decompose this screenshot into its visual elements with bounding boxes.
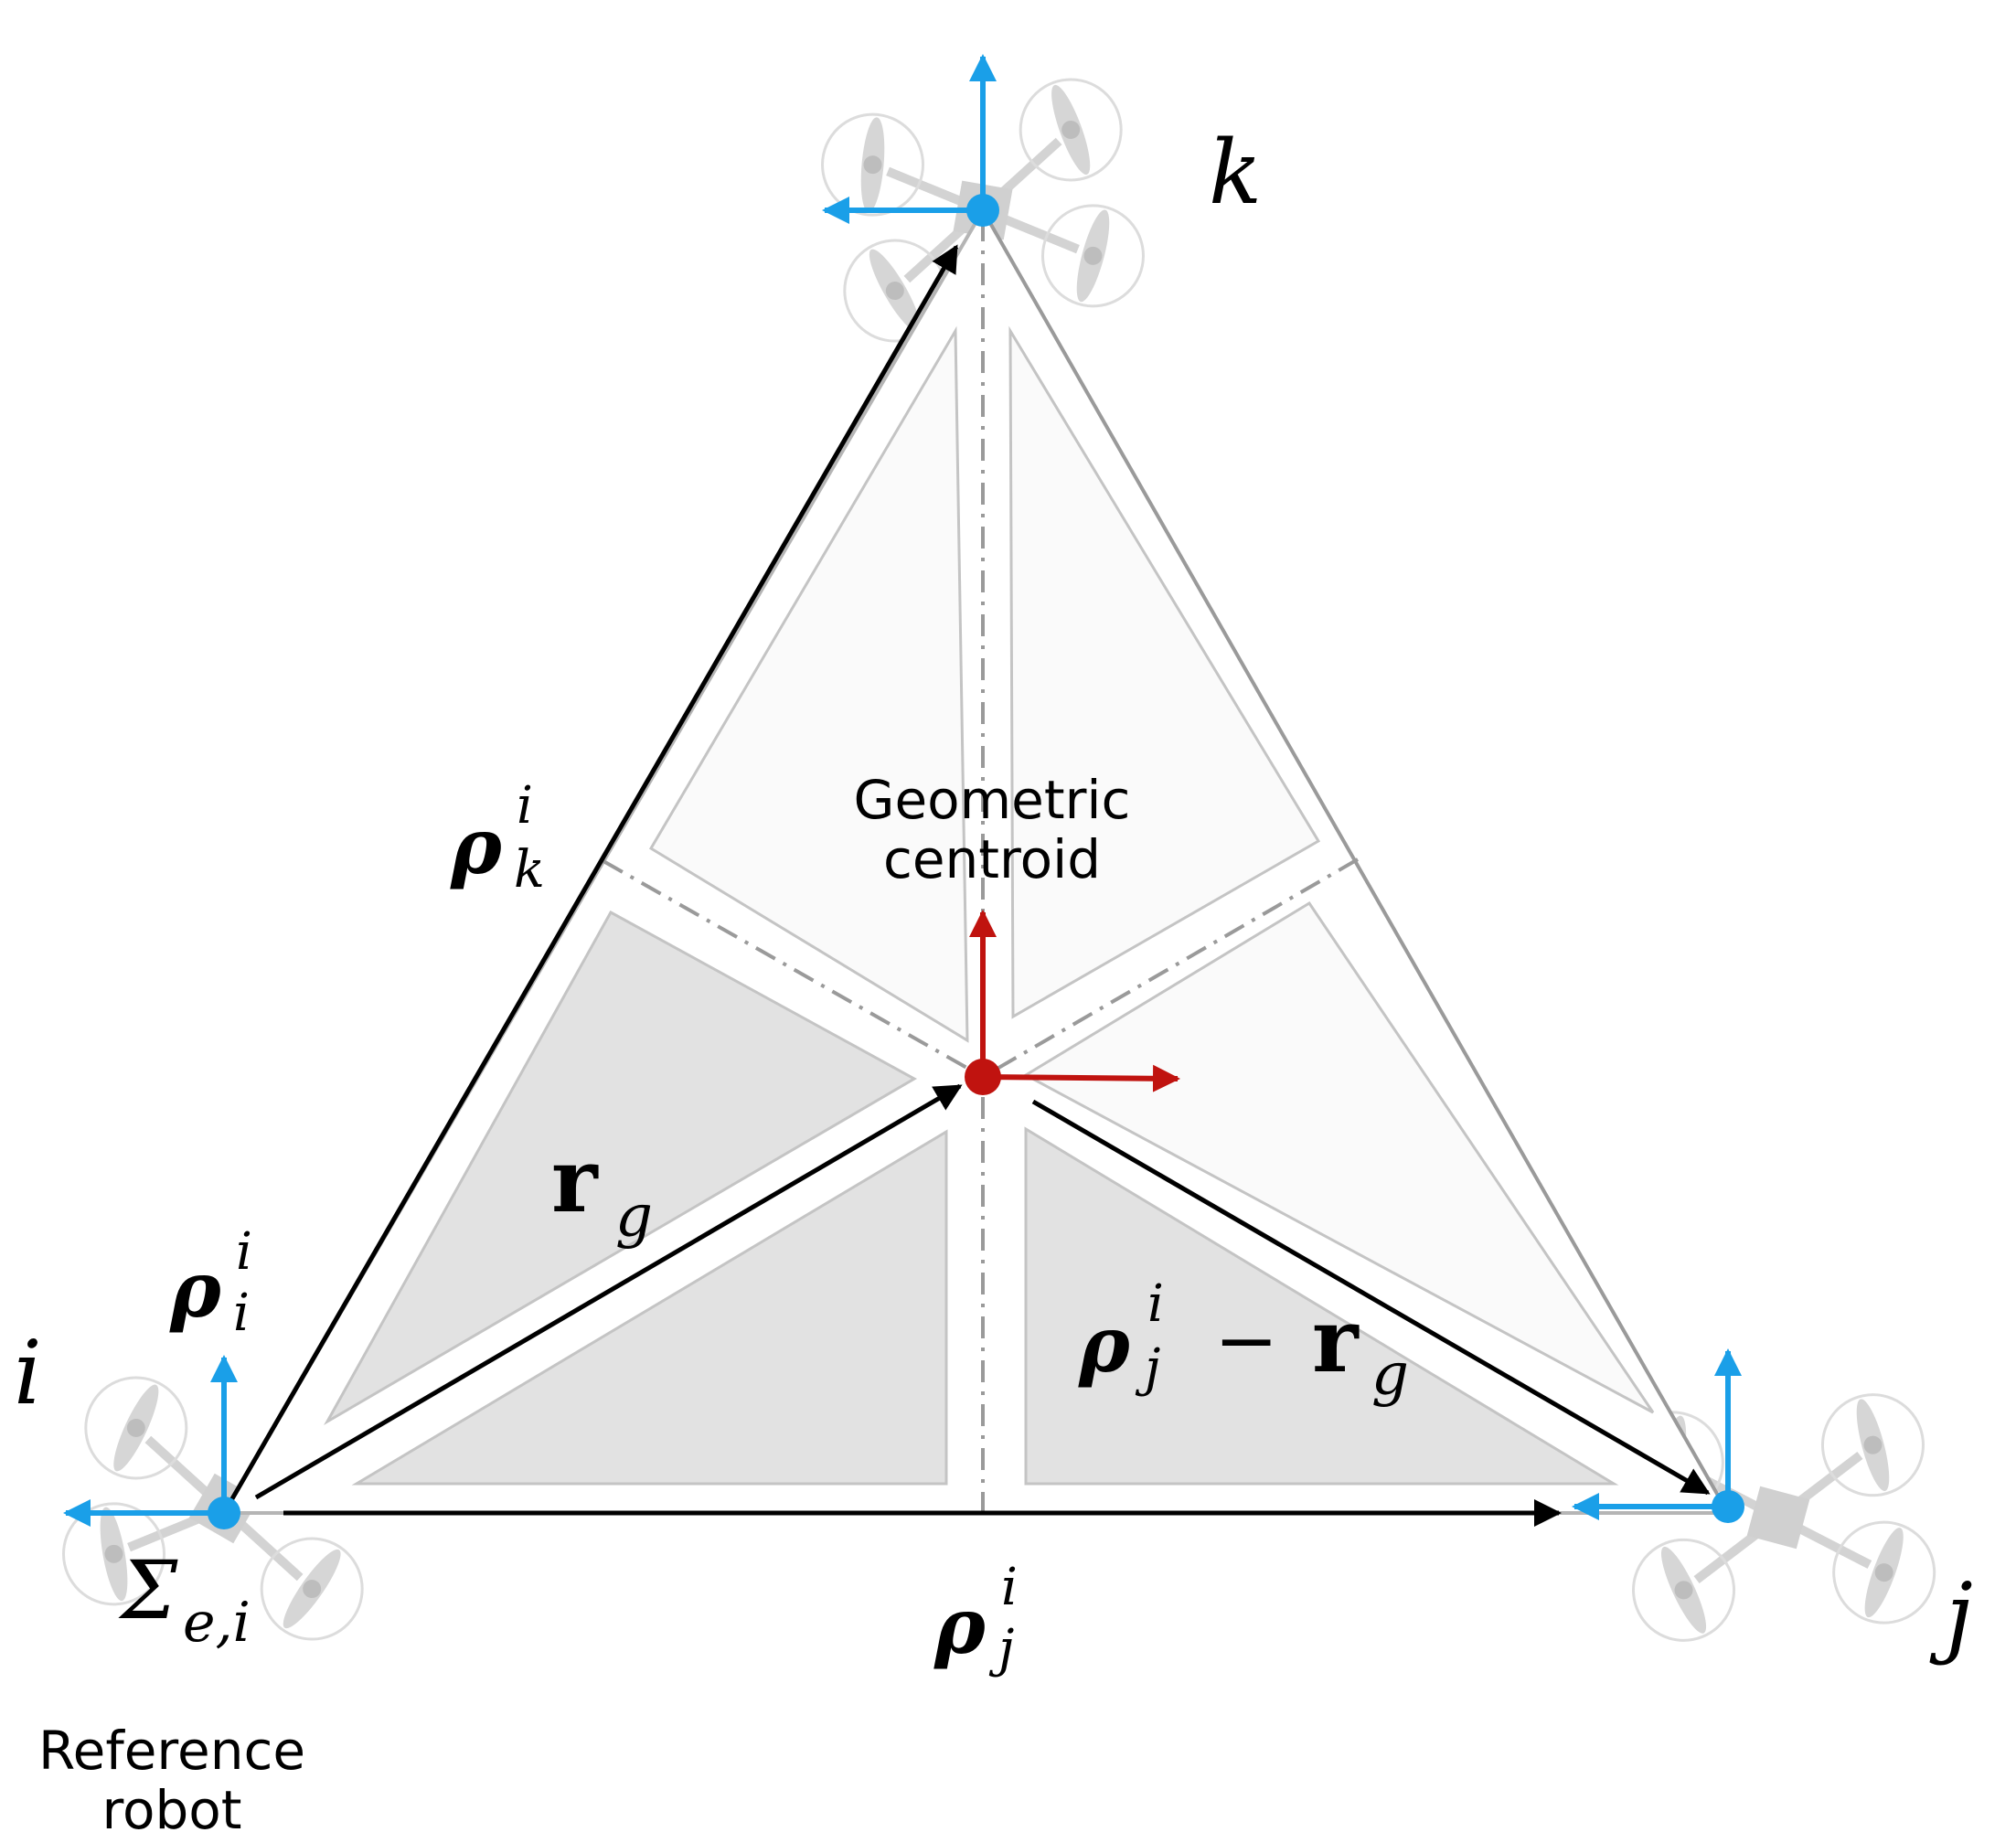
region-right	[1022, 900, 1655, 1414]
svg-text:k: k	[514, 840, 545, 900]
region-top-right	[1008, 325, 1321, 1019]
region-top-left	[648, 325, 969, 1043]
svg-text:ρ: ρ	[450, 801, 503, 891]
frame-i	[63, 1355, 240, 1529]
svg-text:Σ: Σ	[118, 1543, 178, 1637]
svg-text:ρ: ρ	[169, 1244, 222, 1335]
label-frame-sigma: Σ e,i	[118, 1543, 251, 1655]
centroid-label-line1: Geometric	[854, 769, 1131, 831]
svg-text:g: g	[615, 1183, 653, 1251]
vector-rho-j-minus-rg	[1031, 1099, 1711, 1496]
vector-rho-k	[221, 244, 959, 1515]
region-bottom-right-shaded	[1024, 1126, 1619, 1486]
median-left	[603, 859, 984, 1079]
reference-label-line1: Reference	[38, 1720, 305, 1782]
robot-label-k: k	[1209, 122, 1262, 224]
svg-text:i: i	[233, 1284, 250, 1343]
frame-j	[1572, 1348, 1744, 1523]
centroid-label-line2: centroid	[883, 828, 1101, 890]
label-rg: r g	[551, 1129, 653, 1251]
svg-text:i: i	[1001, 1558, 1018, 1617]
robot-label-i: i	[14, 1322, 42, 1424]
vector-rg	[254, 1083, 963, 1500]
svg-text:i: i	[236, 1222, 252, 1282]
median-right	[981, 858, 1360, 1079]
svg-text:r: r	[1312, 1289, 1360, 1392]
label-rho-i: ρ i i	[169, 1222, 252, 1343]
svg-text:i: i	[517, 776, 533, 836]
region-left-shaded	[324, 910, 918, 1426]
svg-text:ρ: ρ	[933, 1581, 987, 1671]
label-rho-k: ρ i k	[450, 776, 545, 900]
svg-text:j: j	[988, 1619, 1014, 1678]
svg-text:r: r	[551, 1129, 599, 1232]
centroid-point	[965, 1059, 1001, 1095]
frame-k	[822, 54, 999, 227]
svg-text:g: g	[1371, 1341, 1409, 1409]
reference-label-line2: robot	[101, 1779, 241, 1841]
svg-text:e,i: e,i	[183, 1591, 251, 1655]
robot-label-j: j	[1929, 1564, 1973, 1667]
region-bottom-left-shaded	[351, 1129, 948, 1486]
svg-text:ρ: ρ	[1078, 1299, 1131, 1390]
svg-text:i: i	[1147, 1274, 1164, 1334]
svg-text:−: −	[1214, 1295, 1278, 1385]
label-rho-j: ρ i j	[933, 1558, 1018, 1678]
centroid-frame	[965, 910, 1180, 1095]
